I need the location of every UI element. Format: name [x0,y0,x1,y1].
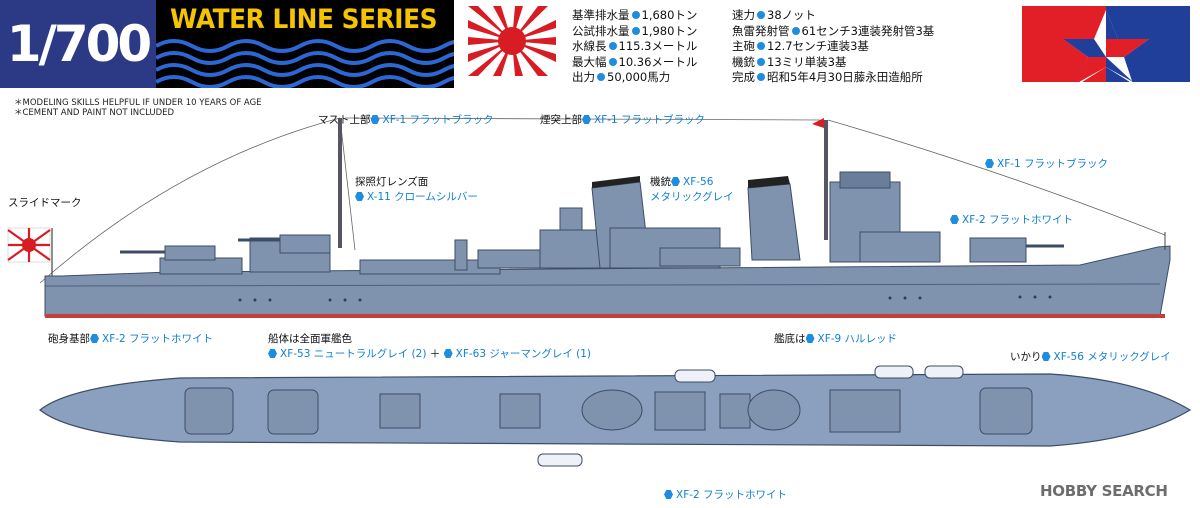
watermark: HOBBY SEARCH [1040,482,1168,500]
note-line: ＊CEMENT AND PAINT NOT INCLUDED [14,108,175,118]
series-title: WATER LINE SERIES [170,4,438,35]
callout-white-right: XF-2 フラットホワイト [950,212,1073,227]
callout-slide-mark: スライドマーク [8,197,82,209]
callout-black-right: XF-1 フラットブラック [985,156,1108,171]
rising-sun-flag-icon [468,6,556,76]
callout-deck-white: XF-2 フラットホワイト [664,487,787,502]
spec-row: 完成昭和5年4月30日藤永田造船所 [732,70,923,85]
ship-side-profile [7,117,1171,318]
notes: ＊MODELING SKILLS HELPFUL IF UNDER 10 YEA… [14,98,262,118]
scale-badge: 1/700 [0,0,156,88]
ship-top-view [39,365,1192,467]
callout-hull: 船体は全面軍艦色 XF-53 ニュートラルグレイ (2) ＋ XF-63 ジャー… [268,333,592,360]
scale-text: 1/700 [6,15,152,73]
note-line: ＊MODELING SKILLS HELPFUL IF UNDER 10 YEA… [14,98,262,108]
watermark-text: HOBBY SEARCH [1040,482,1168,500]
tamiya-logo [1022,6,1190,82]
wave-graphic [156,39,454,88]
callout-searchlight: 探照灯レンズ面 X-11 クロームシルバー [355,176,478,203]
series-banner: WATER LINE SERIES [156,0,454,88]
